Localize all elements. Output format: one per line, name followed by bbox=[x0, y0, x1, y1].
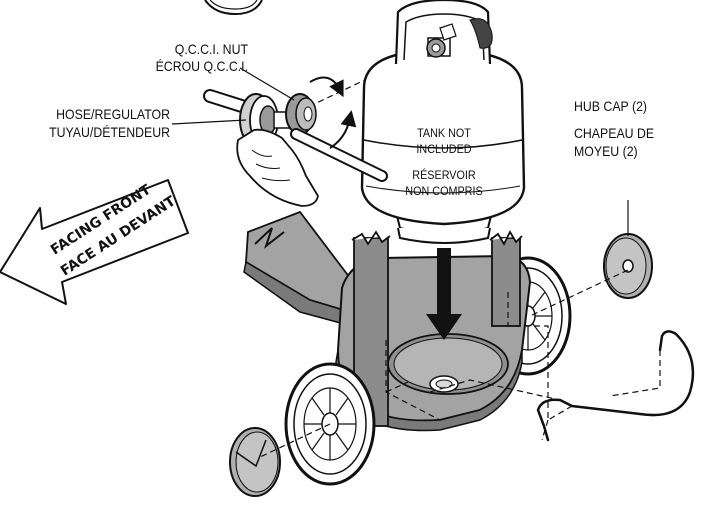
hub-cap-left bbox=[229, 427, 281, 497]
tank-label-fr-line1: RÉSERVOIR bbox=[412, 168, 476, 182]
hub-cap-label-fr-line1: CHAPEAU DE bbox=[574, 125, 655, 141]
hub-cap-label-en: HUB CAP (2) bbox=[574, 98, 648, 114]
leader-lines bbox=[171, 67, 629, 236]
tank-label-fr-line2: NON COMPRIS bbox=[405, 184, 483, 198]
qcci-nut-label-fr: ÉCROU Q.C.C.I. bbox=[155, 58, 248, 74]
wire-retainer bbox=[536, 330, 695, 442]
hub-cap-right bbox=[603, 233, 653, 299]
tank-label-en-line2: INCLUDED bbox=[416, 142, 472, 156]
qcci-nut-label-en: Q.C.C.I. NUT bbox=[174, 41, 248, 57]
hose-regulator-label-en: HOSE/REGULATOR bbox=[56, 106, 171, 122]
hub-cap-label-fr-line2: MOYEU (2) bbox=[574, 143, 638, 159]
tank-label-en-line1: TANK NOT bbox=[417, 126, 471, 140]
cart-frame bbox=[243, 210, 351, 326]
hose-regulator-label-fr: TUYAU/DÉTENDEUR bbox=[49, 124, 170, 140]
propane-tank bbox=[360, 0, 526, 244]
right-post bbox=[489, 230, 523, 327]
top-wheel-fragment bbox=[204, 0, 263, 16]
insert-tank-arrow bbox=[426, 248, 462, 340]
facing-front-arrow bbox=[0, 179, 189, 305]
hose-regulator bbox=[203, 76, 388, 207]
